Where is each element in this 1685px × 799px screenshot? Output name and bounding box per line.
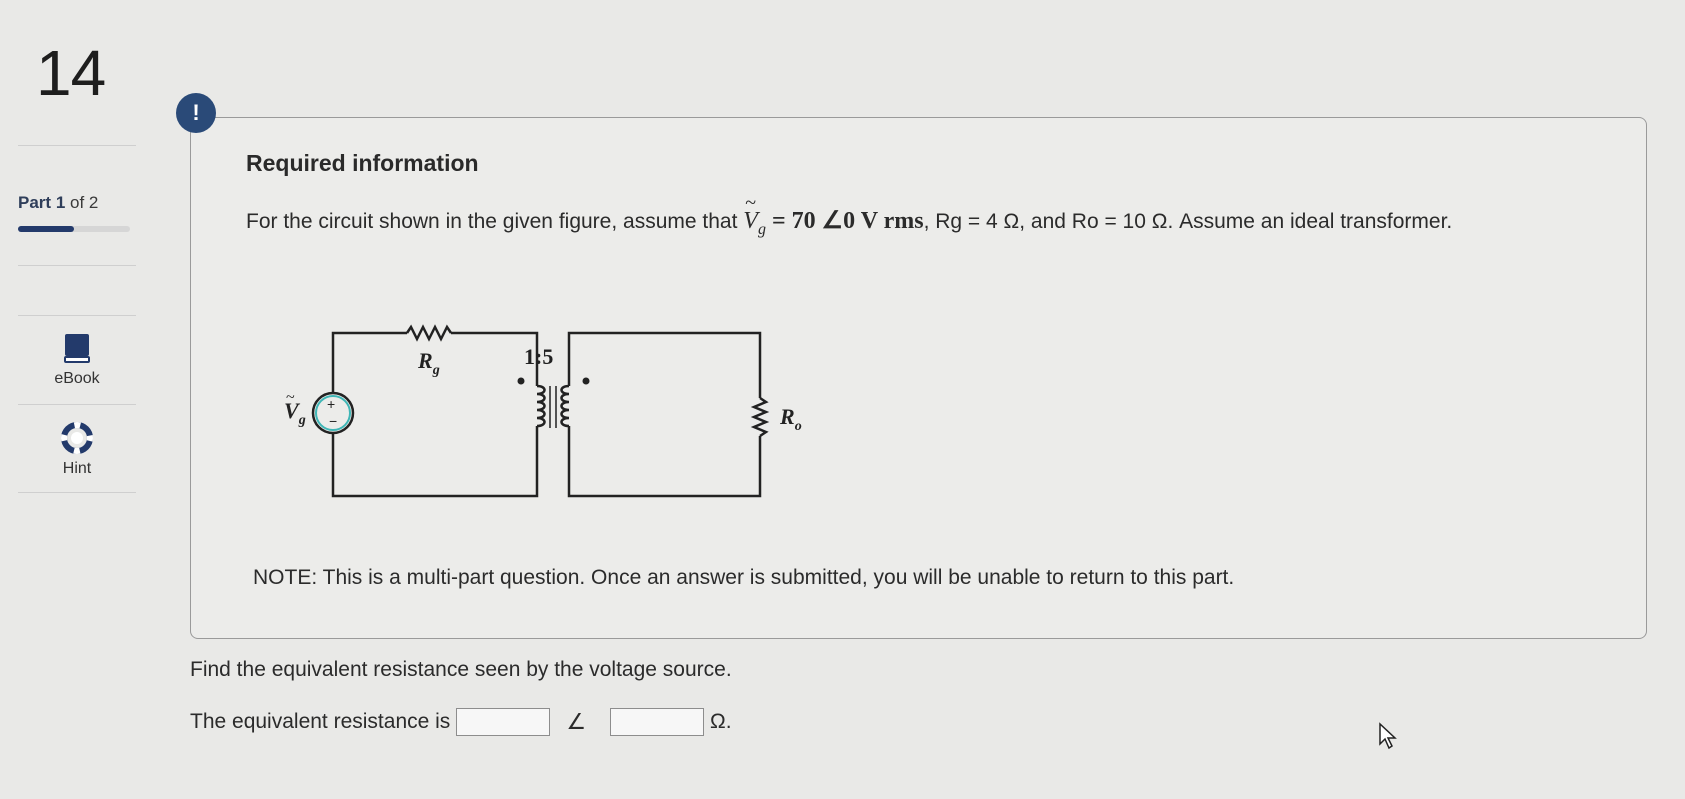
divider — [18, 404, 136, 405]
svg-text:Ro: Ro — [779, 404, 802, 434]
part-progress-bar — [18, 226, 130, 232]
divider — [18, 265, 136, 266]
alert-badge: ! — [176, 93, 216, 133]
divider — [18, 145, 136, 146]
part-label: Part — [18, 193, 52, 212]
divider — [18, 315, 136, 316]
svg-text:~: ~ — [286, 389, 295, 406]
hint-label: Hint — [62, 460, 92, 477]
vg-symbol: Vg — [743, 189, 766, 244]
statement-rest: , Rg = 4 Ω, and Ro = 10 Ω. Assume an ide… — [923, 210, 1453, 233]
mouse-pointer-icon — [1379, 722, 1397, 750]
rg-resistor-symbol — [405, 324, 453, 342]
book-icon — [64, 334, 90, 363]
required-information-card — [190, 117, 1647, 639]
statement-intro: For the circuit shown in the given figur… — [246, 210, 738, 233]
card-heading: Required information — [246, 150, 479, 176]
lifebuoy-icon — [61, 422, 93, 454]
ro-label: R — [779, 404, 795, 429]
ro-resistor-symbol — [750, 396, 770, 438]
ebook-button[interactable]: eBook — [18, 332, 136, 388]
angle-input[interactable] — [610, 708, 705, 736]
multipart-note: NOTE: This is a multi-part question. Onc… — [253, 566, 1235, 589]
primary-coil — [536, 384, 546, 428]
turns-ratio-label: 1:5 — [524, 344, 553, 369]
circuit-diagram: + − 1:5 Rg Ro Vg ~ — [284, 324, 802, 498]
rg-label: R — [417, 348, 433, 373]
vg-value: = 70 ∠0 V rms — [771, 208, 924, 234]
ro-subscript: o — [795, 419, 802, 434]
vg-source-subscript: g — [298, 413, 306, 428]
unit-label: Ω. — [710, 710, 732, 733]
part-number: 1 — [55, 193, 66, 212]
problem-statement: For the circuit shown in the given figur… — [246, 189, 1526, 244]
vg-expression: Vg = 70 ∠0 V rms — [743, 189, 924, 238]
ebook-label: eBook — [54, 370, 100, 387]
part-progress-fill — [18, 226, 74, 232]
question-number: 14 — [36, 37, 106, 109]
divider — [18, 492, 136, 493]
question-sidebar: 14 Part 1 of 2 eBook Hint — [0, 0, 140, 799]
part-total: of 2 — [70, 193, 99, 212]
answer-row: The equivalent resistance is ∠ Ω. — [190, 708, 732, 736]
part-indicator: Part 1 of 2 — [18, 193, 98, 213]
question-prompt: Find the equivalent resistance seen by t… — [190, 658, 732, 681]
svg-text:Rg: Rg — [417, 348, 440, 378]
angle-symbol: ∠ — [566, 709, 587, 734]
svg-text:+: + — [327, 396, 335, 412]
rg-subscript: g — [432, 363, 440, 378]
vg-source-label: V — [284, 398, 301, 423]
svg-text:Vg: Vg — [284, 398, 306, 428]
magnitude-input[interactable] — [456, 708, 551, 736]
answer-prompt: The equivalent resistance is — [190, 710, 451, 733]
secondary-coil — [560, 384, 570, 428]
hint-button[interactable]: Hint — [18, 422, 136, 478]
voltage-source-symbol — [311, 391, 355, 435]
svg-text:−: − — [329, 413, 337, 429]
